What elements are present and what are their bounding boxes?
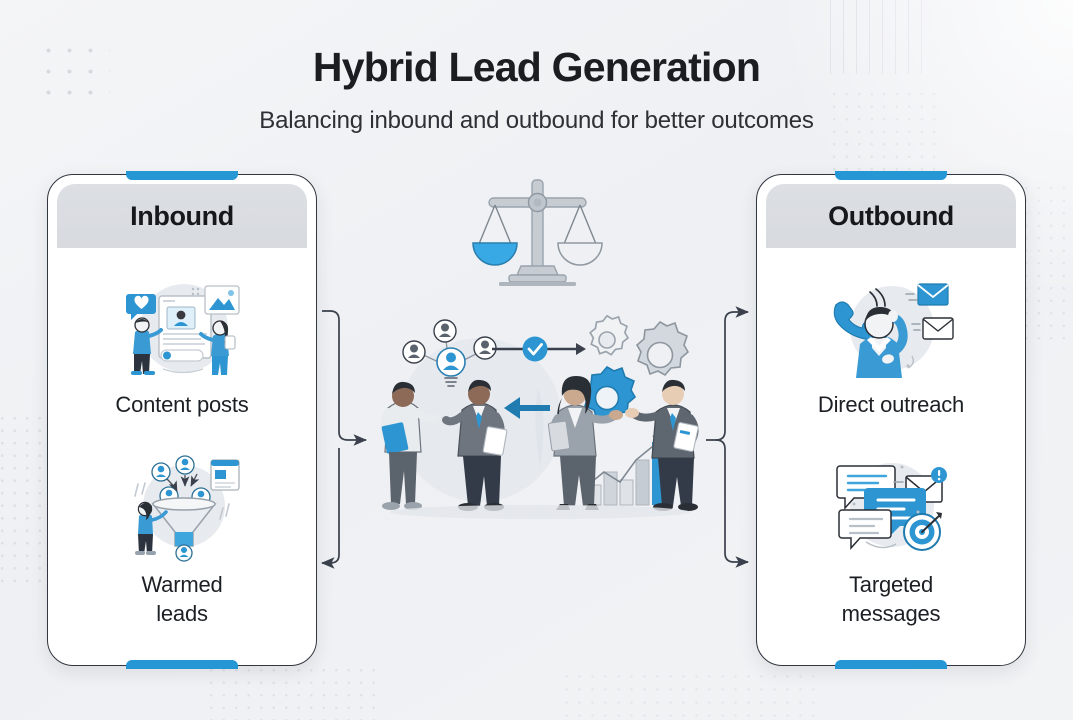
outbound-item-direct-outreach[interactable]: Direct outreach <box>818 270 964 419</box>
phone-tab-bottom-icon <box>126 660 238 669</box>
team-collaboration-gears-growth-illustration <box>370 300 710 530</box>
gear-cluster <box>582 314 690 422</box>
inbound-card-header: Inbound <box>57 184 307 248</box>
network-of-people-nodes <box>402 319 497 387</box>
inbound-item-label: Content posts <box>115 391 249 417</box>
balance-scale-illustration <box>455 172 620 292</box>
connector-center-to-targeted-messages <box>715 439 750 568</box>
phone-tab-bottom-icon <box>835 660 947 669</box>
phone-tab-top-icon <box>126 171 238 180</box>
inbound-card-title: Inbound <box>130 200 234 231</box>
connector-center-to-direct-outreach <box>706 306 750 441</box>
page-title: Hybrid Lead Generation <box>312 44 761 90</box>
connector-inbound-to-center <box>322 310 368 446</box>
outbound-card-header: Outbound <box>766 184 1016 248</box>
chat-bubbles-target-illustration-icon <box>826 450 956 562</box>
outbound-card-title: Outbound <box>828 200 954 231</box>
page-header: Hybrid Lead Generation Balancing inbound… <box>0 44 1073 135</box>
arrow-left <box>504 397 550 419</box>
inbound-card-body: Content posts <box>57 248 307 656</box>
outbound-item-targeted-messages[interactable]: Targeted messages <box>826 450 956 629</box>
inbound-item-warmed-leads[interactable]: Warmed leads <box>117 450 247 629</box>
outbound-item-label-line1: Targeted <box>848 571 933 597</box>
person-left <box>131 316 163 375</box>
outbound-card-screen: Outbound <box>766 184 1016 656</box>
balance-scale-icon <box>472 179 603 286</box>
inbound-item-label: Warmed leads <box>141 570 222 629</box>
outbound-item-label: Targeted messages <box>842 570 941 629</box>
content-posts-illustration-icon <box>117 270 247 382</box>
lead-funnel-illustration-icon <box>117 450 247 562</box>
outbound-card[interactable]: Outbound <box>756 171 1026 669</box>
outbound-card-body: Direct outreach <box>766 248 1016 656</box>
four-business-people <box>380 376 699 511</box>
phone-call-outreach-illustration-icon <box>826 270 956 382</box>
lightbulb-idea-icon <box>444 377 458 387</box>
page-subtitle: Balancing inbound and outbound for bette… <box>259 107 814 134</box>
inbound-card-screen: Inbound <box>57 184 307 656</box>
inbound-item-label-line1: Warmed <box>141 571 223 597</box>
inbound-item-content-posts[interactable]: Content posts <box>115 270 249 419</box>
inbound-card[interactable]: Inbound <box>47 171 317 669</box>
inbound-item-label-line2: leads <box>156 601 208 627</box>
outbound-item-label-line2: messages <box>841 601 941 627</box>
arrow-right-with-check <box>492 336 586 362</box>
connector-center-to-inbound <box>320 448 340 569</box>
person-right <box>199 319 236 375</box>
phone-tab-top-icon <box>835 171 947 180</box>
outbound-item-label: Direct outreach <box>817 391 965 417</box>
